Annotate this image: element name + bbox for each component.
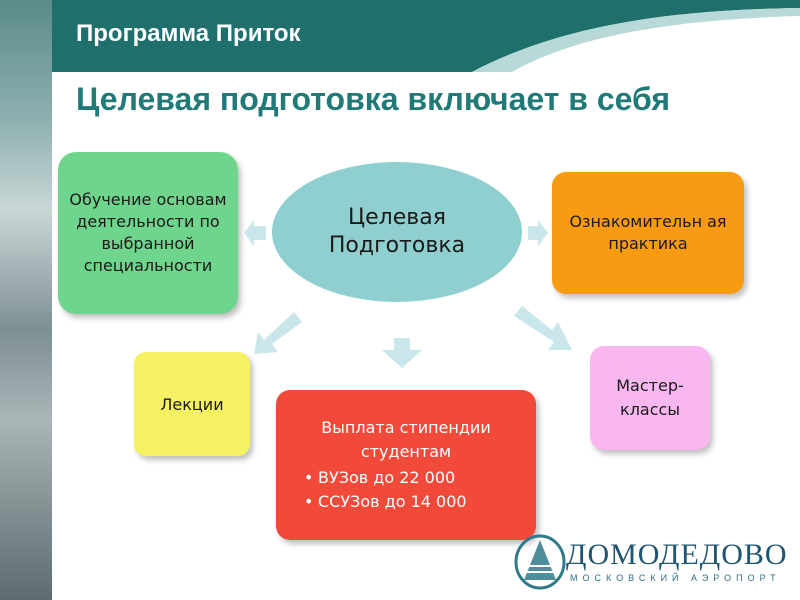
- arrow-left-icon: [244, 220, 266, 246]
- bullet-icon: •: [304, 492, 314, 511]
- arrow-down-left-icon: [254, 312, 302, 354]
- training-box: Обучение основам деятельности по выбранн…: [58, 152, 238, 314]
- center-ellipse: Целевая Подготовка: [272, 162, 522, 302]
- domodedovo-logo: [512, 532, 792, 592]
- practice-box: Ознакомительн ая практика: [552, 172, 744, 294]
- list-item: •ССУЗов до 14 000: [304, 490, 467, 514]
- arrow-down-icon: [382, 338, 422, 368]
- logo-name: ДОМОДЕДОВО: [566, 538, 788, 571]
- scholarship-item-vuz: ВУЗов до 22 000: [318, 468, 456, 487]
- masterclasses-label: Мастер-классы: [616, 376, 684, 419]
- logo-subtitle: МОСКОВСКИЙ АЭРОПОРТ: [570, 573, 781, 583]
- scholarship-item-ssuz: ССУЗов до 14 000: [318, 492, 467, 511]
- center-line-2: Подготовка: [328, 233, 466, 258]
- scholarship-list: •ВУЗов до 22 000 •ССУЗов до 14 000: [276, 466, 467, 514]
- arrow-right-icon: [528, 220, 548, 246]
- app-title: Программа Приток: [76, 20, 301, 47]
- lectures-label: Лекции: [160, 394, 224, 414]
- practice-label: Ознакомительн ая практика: [569, 212, 727, 253]
- sky-sidebar: [0, 0, 52, 600]
- scholarship-box: Выплата стипендии студентам •ВУЗов до 22…: [276, 390, 536, 540]
- center-line-1: Целевая: [348, 205, 446, 230]
- bullet-icon: •: [304, 468, 314, 487]
- header-banner: [52, 0, 800, 72]
- lectures-box: Лекции: [134, 352, 250, 456]
- scholarship-title: Выплата стипендии студентам: [321, 418, 491, 461]
- arrow-down-right-icon: [514, 306, 572, 350]
- list-item: •ВУЗов до 22 000: [304, 466, 467, 490]
- slide-title: Целевая подготовка включает в себя: [76, 81, 671, 117]
- masterclasses-box: Мастер-классы: [590, 346, 710, 450]
- training-label: Обучение основам деятельности по выбранн…: [69, 190, 227, 275]
